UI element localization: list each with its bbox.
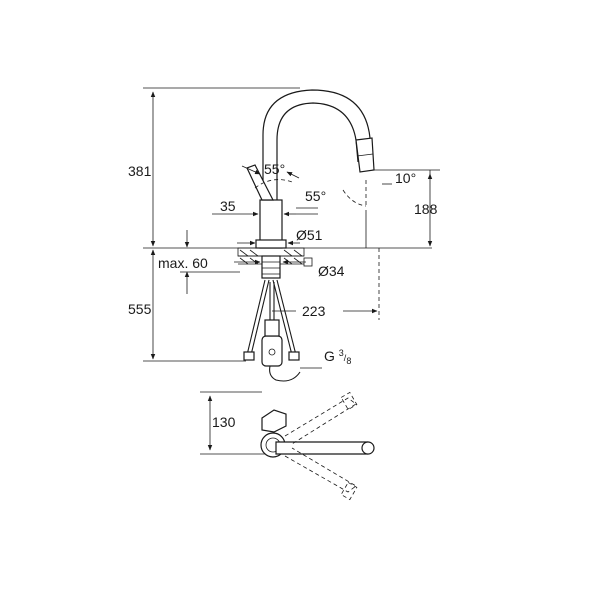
dim-handle-offset: 35 <box>220 198 236 214</box>
weight-screw <box>268 348 276 356</box>
weight-clamp <box>264 319 280 337</box>
spray-pos-right <box>340 481 358 501</box>
base-ring <box>255 239 287 249</box>
deck-mount <box>237 247 305 279</box>
dim-spout-angle: 55° <box>264 161 285 177</box>
dim-hole-diameter: Ø34 <box>318 263 345 279</box>
spout-top <box>275 441 374 455</box>
angle-arrow-left <box>241 165 261 175</box>
dim-below-deck: 555 <box>128 301 152 317</box>
spray-head-joint <box>356 153 374 157</box>
hose-fitting-left <box>243 351 255 361</box>
dim-top-offset: 130 <box>212 414 236 430</box>
dim-deck-thickness: max. 60 <box>158 255 208 271</box>
dim-spout-reach: 223 <box>302 303 326 319</box>
dim-body-diameter: Ø51 <box>296 227 323 243</box>
spray-angle-arc <box>342 189 367 207</box>
hole-marker <box>303 257 313 267</box>
spout-rotation-arc <box>254 179 293 189</box>
spout-position-right <box>284 447 357 493</box>
angle-arrow-right <box>286 171 300 179</box>
dim-handle-angle: 55° <box>305 188 326 204</box>
lever <box>246 164 274 201</box>
dim-spout-height: 188 <box>414 201 438 217</box>
dim-connection: G 3/8 <box>324 348 351 366</box>
spout-outer <box>262 89 373 200</box>
dim-total-height: 381 <box>128 163 152 179</box>
spray-pos-left <box>340 391 358 411</box>
dim-spray-angle: 10° <box>395 170 416 186</box>
spray-head-top <box>361 441 375 455</box>
hose-weight <box>261 335 283 367</box>
spout-inner <box>276 102 359 200</box>
spout-position-left <box>284 397 357 445</box>
side-view: 381 555 max. 60 35 Ø51 Ø34 223 55° 55° <box>128 87 440 382</box>
supply-hoses <box>243 279 301 382</box>
top-view: 130 <box>200 391 375 501</box>
hose-fitting-right <box>288 351 300 361</box>
lever-top <box>261 409 287 433</box>
